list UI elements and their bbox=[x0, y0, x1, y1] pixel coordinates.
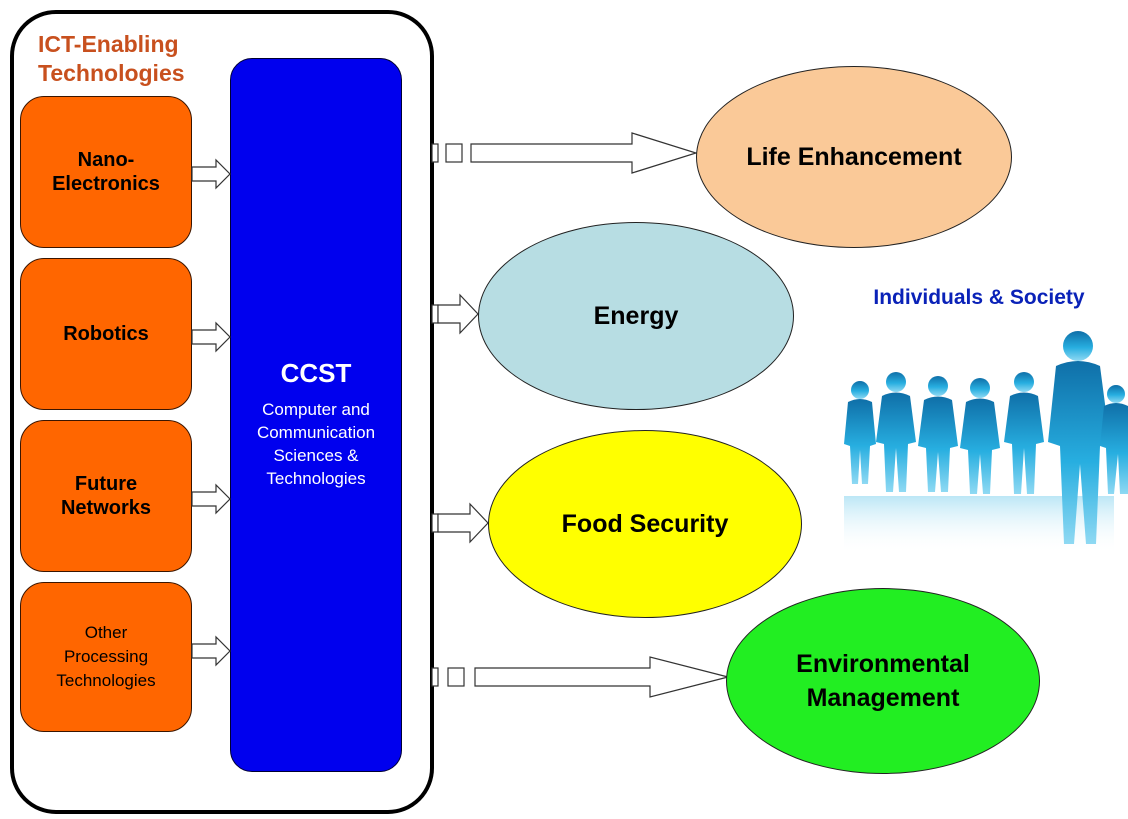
tech-box-label: Other Processing Technologies bbox=[56, 623, 156, 690]
people-silhouettes-icon bbox=[844, 331, 1128, 554]
arrow-robotics-to-ccst bbox=[191, 321, 231, 353]
arrow-life-dash-2 bbox=[445, 143, 463, 163]
outcome-food-security: Food Security bbox=[488, 430, 802, 618]
arrow-life-dash-1 bbox=[431, 143, 439, 163]
arrow-nano-to-ccst bbox=[191, 158, 231, 190]
arrow-to-energy bbox=[437, 293, 479, 335]
outcome-label: Life Enhancement bbox=[746, 142, 962, 171]
outcome-energy: Energy bbox=[478, 222, 794, 410]
arrow-food-dash-1 bbox=[431, 513, 439, 533]
tech-box-label: Nano- Electronics bbox=[52, 149, 160, 195]
outcome-label: Energy bbox=[593, 301, 679, 330]
outcome-label: Food Security bbox=[561, 509, 729, 538]
arrow-to-environmental-management bbox=[474, 656, 729, 698]
arrow-networks-to-ccst bbox=[191, 483, 231, 515]
arrow-env-dash-1 bbox=[431, 667, 439, 687]
arrow-other-to-ccst bbox=[191, 635, 231, 667]
society-title: Individuals & Society bbox=[873, 286, 1085, 309]
tech-box-robotics: Robotics bbox=[20, 258, 192, 410]
tech-box-label: Future Networks bbox=[60, 473, 152, 519]
arrow-to-life-enhancement bbox=[470, 132, 699, 174]
arrow-to-food-security bbox=[437, 502, 489, 544]
outcome-label: Environmental Management bbox=[796, 650, 970, 712]
outcome-life-enhancement: Life Enhancement bbox=[696, 66, 1012, 248]
tech-box-future-networks: Future Networks bbox=[20, 420, 192, 572]
ccst-box bbox=[230, 58, 402, 772]
enabling-technologies-title: ICT-Enabling Technologies bbox=[38, 31, 185, 86]
tech-box-label: Robotics bbox=[63, 323, 149, 345]
tech-box-other-processing: Other Processing Technologies bbox=[20, 582, 192, 732]
ccst-subtitle: Computer and Communication Sciences & Te… bbox=[256, 400, 376, 488]
arrow-energy-dash-1 bbox=[431, 304, 439, 324]
ccst-title: CCST bbox=[280, 358, 352, 388]
arrow-env-dash-2 bbox=[447, 667, 465, 687]
outcome-environmental-management: Environmental Management bbox=[726, 588, 1040, 774]
